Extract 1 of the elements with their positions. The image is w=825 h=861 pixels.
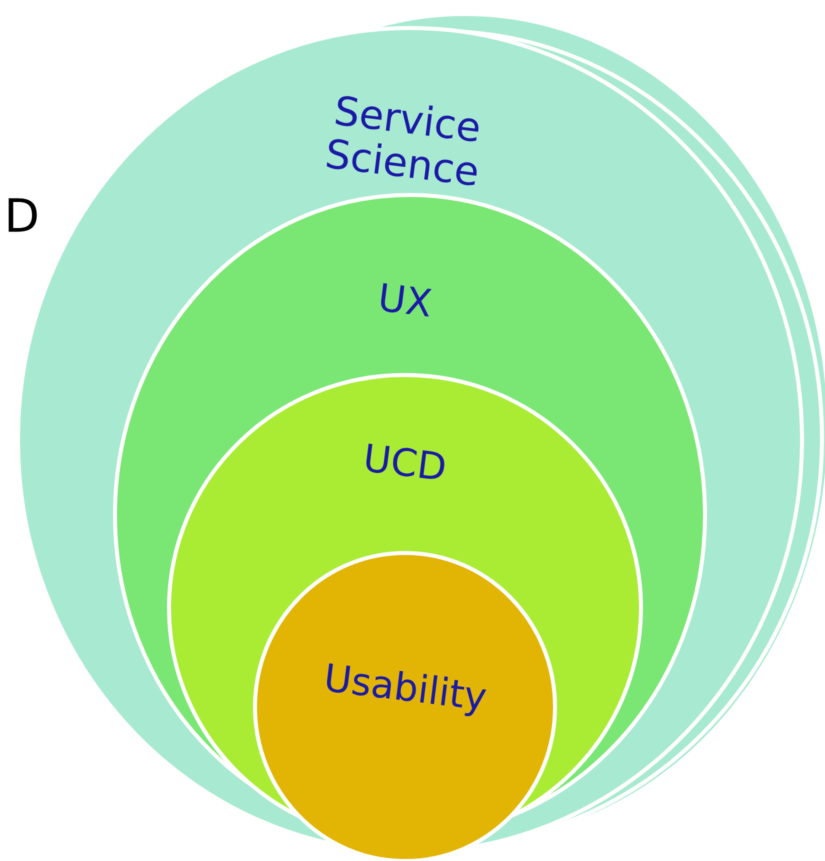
ellipse-region: Usability bbox=[253, 551, 557, 861]
